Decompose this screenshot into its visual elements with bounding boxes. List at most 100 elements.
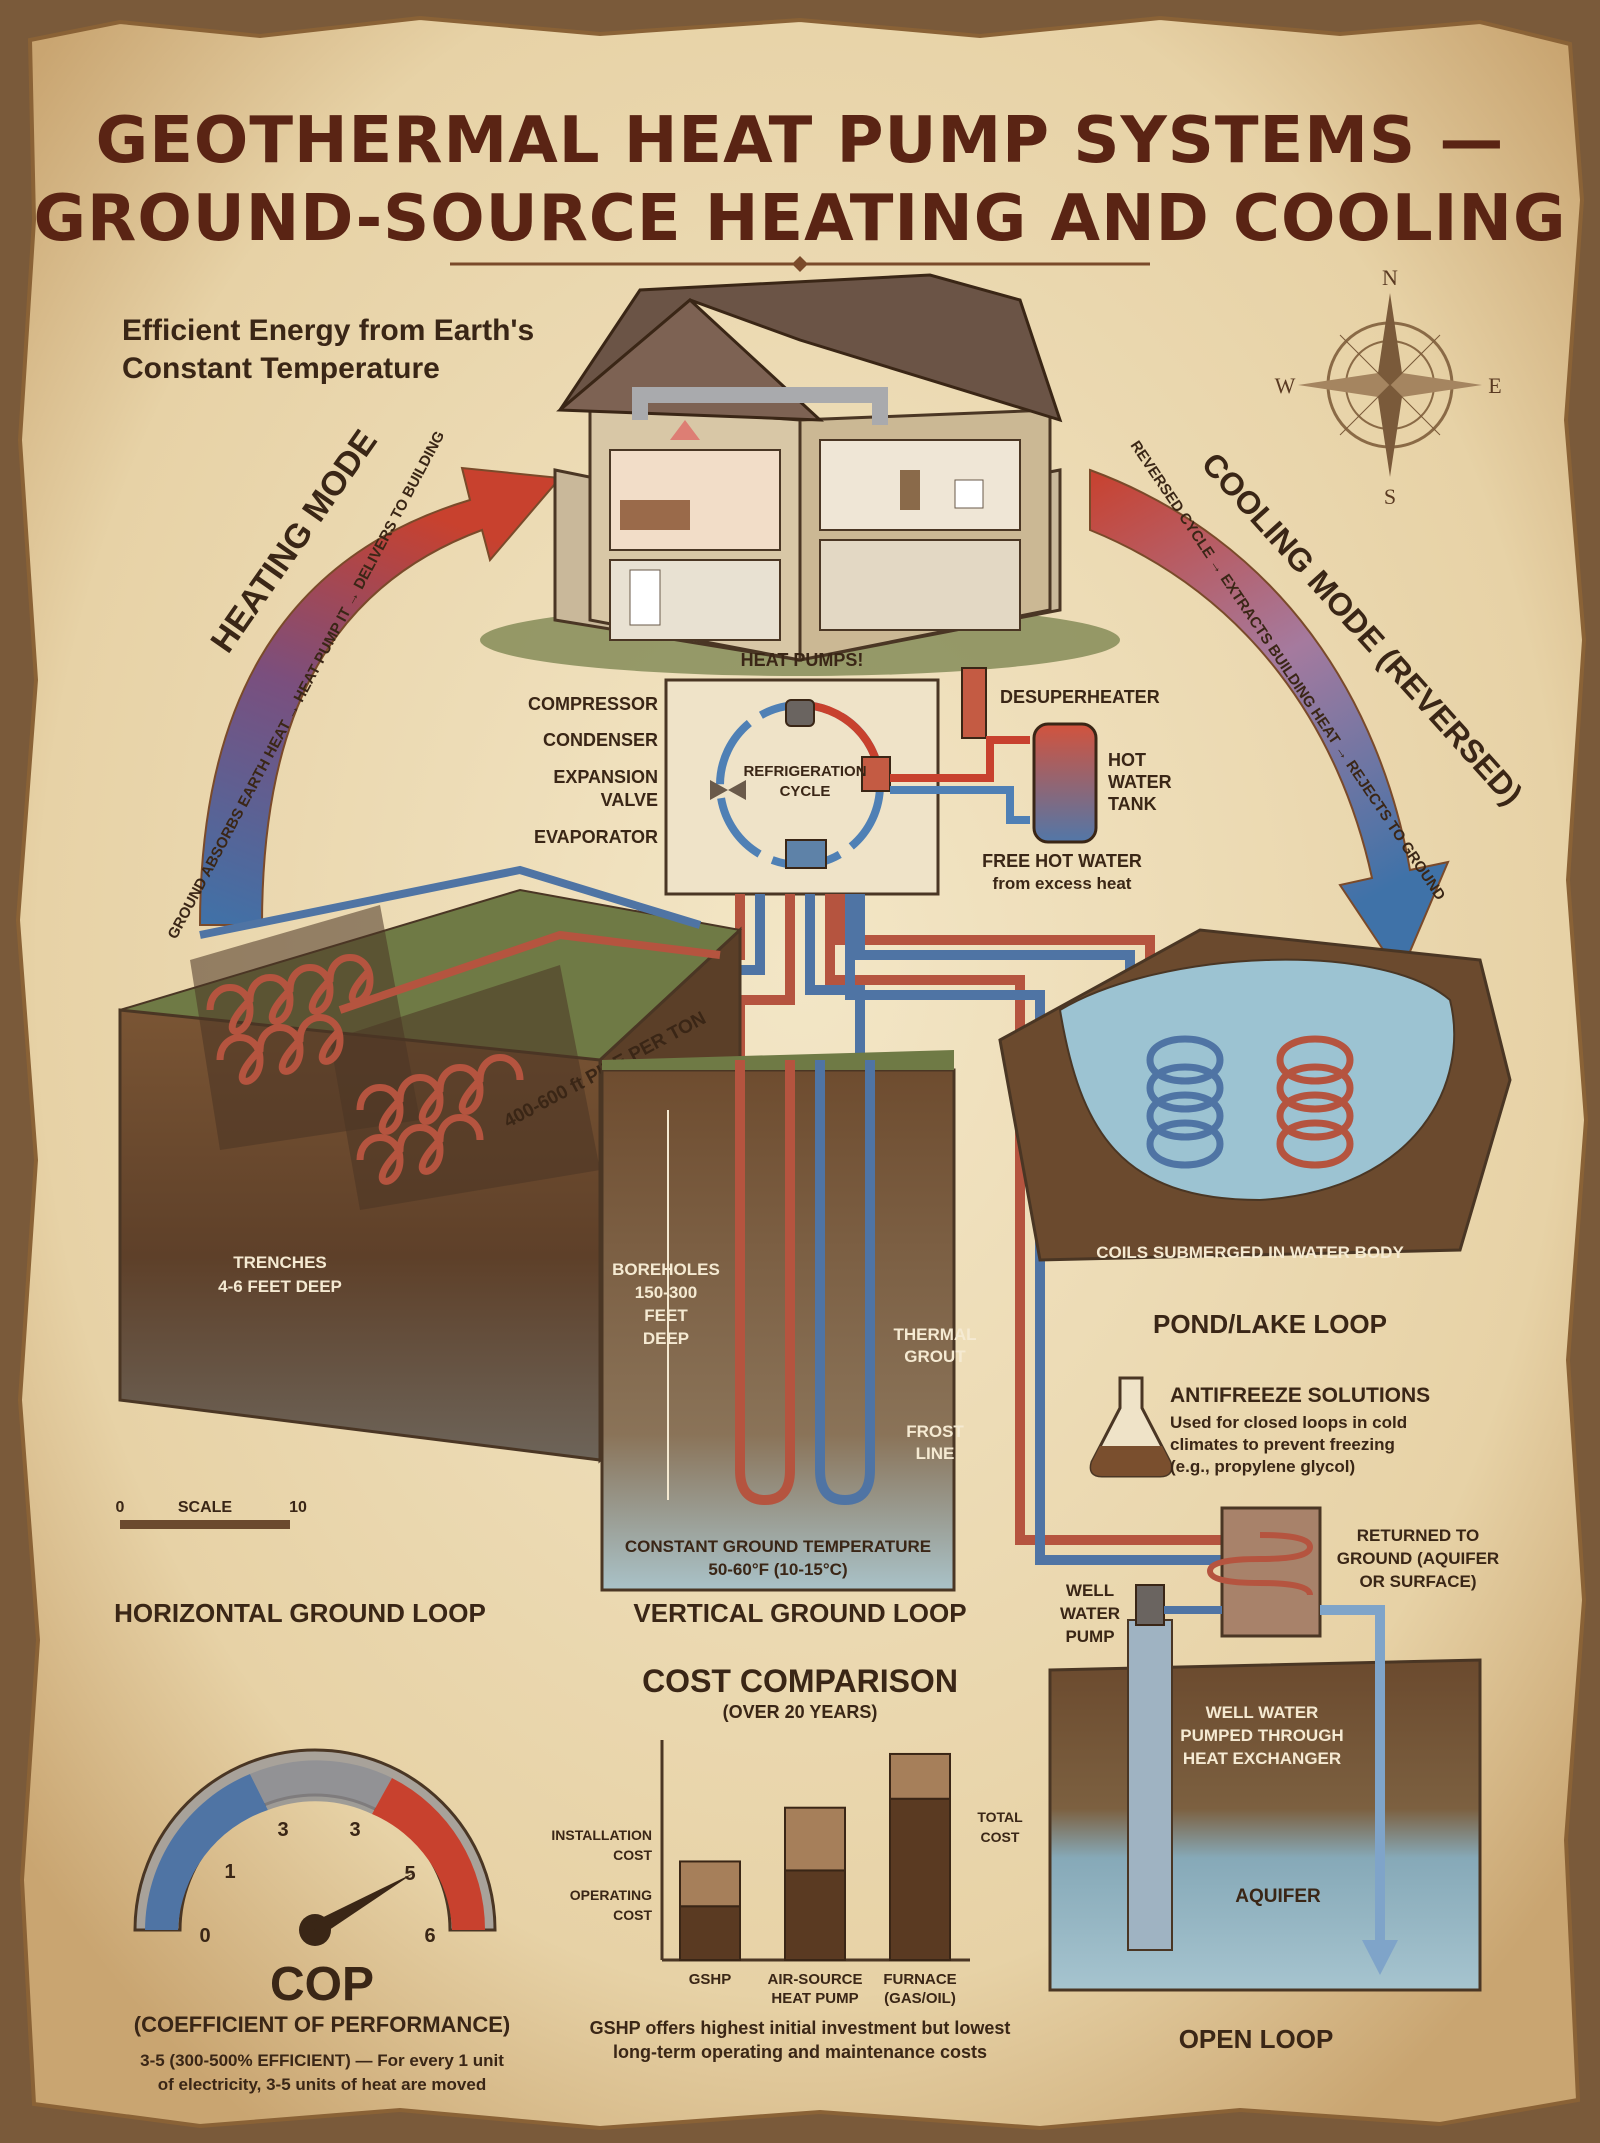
- pump-label-2: WATER: [1060, 1604, 1120, 1623]
- boreholes-label-1: BOREHOLES: [612, 1260, 720, 1279]
- cop-tick-0: 0: [199, 1925, 210, 1947]
- coils-submerged-label: COILS SUBMERGED IN WATER BODY: [1096, 1243, 1404, 1262]
- flask-icon: [1089, 1376, 1173, 1478]
- cost-subtitle: (OVER 20 YEARS): [723, 1702, 878, 1722]
- ground-temp-1: CONSTANT GROUND TEMPERATURE: [625, 1537, 931, 1556]
- pond-section: [998, 928, 1512, 1262]
- cost-bar-1-1: [784, 1806, 846, 1872]
- trenches-label-2: 4-6 FEET DEEP: [218, 1277, 342, 1296]
- cost-bar-1-0: [784, 1869, 846, 1961]
- cop-title: COP: [270, 1958, 374, 2011]
- returned-label-1: RETURNED TO: [1357, 1526, 1479, 1545]
- label-compressor: COMPRESSOR: [528, 694, 658, 714]
- pump-label-3: PUMP: [1065, 1627, 1114, 1646]
- category-air-2: HEAT PUMP: [771, 1990, 858, 2007]
- hot-water-tank: [890, 667, 1098, 844]
- cop-needle: [311, 1872, 415, 1937]
- title-line-1: GEOTHERMAL HEAT PUMP SYSTEMS —: [96, 104, 1505, 178]
- label-tank-2: WATER: [1108, 772, 1172, 792]
- cost-note-1: GSHP offers highest initial investment b…: [590, 2018, 1011, 2038]
- compass-w: W: [1275, 373, 1296, 398]
- aquifer-label: AQUIFER: [1235, 1886, 1321, 1907]
- trenches-label-1: TRENCHES: [233, 1253, 327, 1272]
- frost-label-2: LINE: [916, 1444, 955, 1463]
- open-loop-section: [1048, 1506, 1482, 1992]
- cost-bar-2-1: [889, 1752, 951, 1800]
- pond-loop-label: POND/LAKE LOOP: [1153, 1309, 1387, 1339]
- label-tank-1: HOT: [1108, 750, 1146, 770]
- category-air-1: AIR-SOURCE: [767, 1971, 862, 1988]
- cost-bar-0-1: [679, 1860, 741, 1908]
- heat-pump-title: HEAT PUMPS!: [741, 650, 864, 670]
- cop-desc-2: of electricity, 3-5 units of heat are mo…: [158, 2075, 486, 2094]
- label-evaporator: EVAPORATOR: [534, 827, 658, 847]
- cop-tick-4: 5: [404, 1863, 415, 1885]
- cop-tick-1: 1: [224, 1861, 235, 1883]
- returned-label-3: OR SURFACE): [1359, 1572, 1476, 1591]
- cost-chart: [660, 1740, 970, 1962]
- label-cycle-1: REFRIGERATION: [743, 763, 866, 780]
- installation-label-1: INSTALLATION: [551, 1827, 652, 1843]
- returned-label-2: GROUND (AQUIFER: [1337, 1549, 1499, 1568]
- cost-bar-0-0: [679, 1905, 741, 1961]
- scale-label: SCALE: [178, 1499, 233, 1516]
- cop-tick-5: 6: [424, 1925, 435, 1947]
- antifreeze-line-3: (e.g., propylene glycol): [1170, 1457, 1355, 1476]
- cost-bar-2-0: [889, 1797, 951, 1961]
- well-water-label-3: HEAT EXCHANGER: [1183, 1749, 1341, 1768]
- cop-tick-3: 3: [349, 1819, 360, 1841]
- category-furnace-2: (GAS/OIL): [884, 1990, 956, 2007]
- grout-label-2: GROUT: [904, 1347, 966, 1366]
- cost-note-2: long-term operating and maintenance cost…: [613, 2042, 987, 2062]
- compass-e: E: [1488, 373, 1501, 398]
- total-label-1: TOTAL: [977, 1809, 1023, 1825]
- installation-label-2: COST: [613, 1847, 652, 1863]
- total-label-2: COST: [981, 1829, 1020, 1845]
- well-water-label-2: PUMPED THROUGH: [1180, 1726, 1343, 1745]
- title-block: GEOTHERMAL HEAT PUMP SYSTEMS — GROUND-SO…: [34, 104, 1567, 272]
- well-water-label-1: WELL WATER: [1206, 1703, 1319, 1722]
- pump-label-1: WELL: [1066, 1581, 1114, 1600]
- subtitle-line-2: Constant Temperature: [122, 352, 440, 385]
- category-furnace-1: FURNACE: [883, 1971, 956, 1988]
- boreholes-label-3: FEET: [644, 1306, 688, 1325]
- ground-temp-2: 50-60°F (10-15°C): [708, 1560, 847, 1579]
- frost-label-1: FROST: [906, 1422, 964, 1441]
- vertical-borehole-section: [600, 1050, 956, 1592]
- compass-s: S: [1384, 484, 1396, 509]
- cop-gauge: [133, 1748, 497, 1946]
- scale-bar: [120, 1520, 290, 1529]
- boreholes-label-2: 150-300: [635, 1283, 697, 1302]
- vertical-loop-label: VERTICAL GROUND LOOP: [633, 1598, 966, 1628]
- label-expansion-1: EXPANSION: [553, 767, 658, 787]
- house-cutaway: [480, 273, 1120, 676]
- label-expansion-2: VALVE: [601, 790, 658, 810]
- scale-10: 10: [289, 1499, 307, 1516]
- antifreeze-title: ANTIFREEZE SOLUTIONS: [1170, 1384, 1430, 1407]
- cop-subtitle: (COEFFICIENT OF PERFORMANCE): [134, 2012, 510, 2037]
- label-cycle-2: CYCLE: [780, 783, 831, 800]
- antifreeze-line-1: Used for closed loops in cold: [1170, 1413, 1407, 1432]
- grout-label-1: THERMAL: [893, 1325, 976, 1344]
- boreholes-label-4: DEEP: [643, 1329, 689, 1348]
- divider-ornament-icon: [792, 256, 808, 272]
- label-desuperheater: DESUPERHEATER: [1000, 687, 1160, 707]
- free-hot-water-2: from excess heat: [993, 874, 1132, 893]
- label-condenser: CONDENSER: [543, 730, 658, 750]
- subtitle-line-1: Efficient Energy from Earth's: [122, 314, 534, 347]
- cost-title: COST COMPARISON: [642, 1663, 958, 1699]
- cop-tick-2: 3: [277, 1819, 288, 1841]
- open-loop-label: OPEN LOOP: [1179, 2024, 1334, 2054]
- title-line-2: GROUND-SOURCE HEATING AND COOLING: [34, 182, 1567, 256]
- operating-label-1: OPERATING: [570, 1887, 652, 1903]
- heating-mode-arrow: [198, 466, 562, 926]
- antifreeze-line-2: climates to prevent freezing: [1170, 1435, 1395, 1454]
- horizontal-slinky-coils: [199, 865, 721, 1185]
- operating-label-2: COST: [613, 1907, 652, 1923]
- compass-n: N: [1382, 265, 1398, 290]
- cop-desc-1: 3-5 (300-500% EFFICIENT) — For every 1 u…: [140, 2051, 504, 2070]
- horizontal-loop-label: HORIZONTAL GROUND LOOP: [114, 1598, 486, 1628]
- compass-rose-icon: [1298, 293, 1482, 477]
- scale-0: 0: [116, 1499, 125, 1516]
